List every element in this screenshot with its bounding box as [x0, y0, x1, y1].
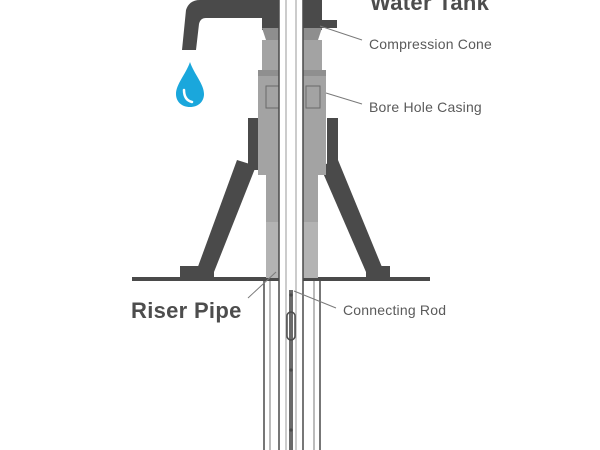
- right-leg: [320, 160, 384, 272]
- label-connecting-rod: Connecting Rod: [343, 302, 447, 318]
- connecting-rod-leader: [293, 290, 337, 309]
- right-foot: [366, 266, 390, 278]
- label-compression-cone: Compression Cone: [369, 36, 493, 52]
- label-riser-pipe: Riser Pipe: [131, 298, 242, 323]
- bore-hole-casing-leader: [325, 92, 363, 105]
- left-leg: [196, 160, 256, 272]
- pump-spout: [182, 0, 262, 50]
- compression-cone-leader: [319, 25, 363, 41]
- label-bore-hole-casing: Bore Hole Casing: [369, 99, 482, 115]
- label-water-tank: Water Tank: [370, 0, 490, 15]
- left-foot: [180, 266, 214, 278]
- water-drop-icon: [176, 62, 204, 107]
- riser-pipe-leader: [247, 271, 277, 299]
